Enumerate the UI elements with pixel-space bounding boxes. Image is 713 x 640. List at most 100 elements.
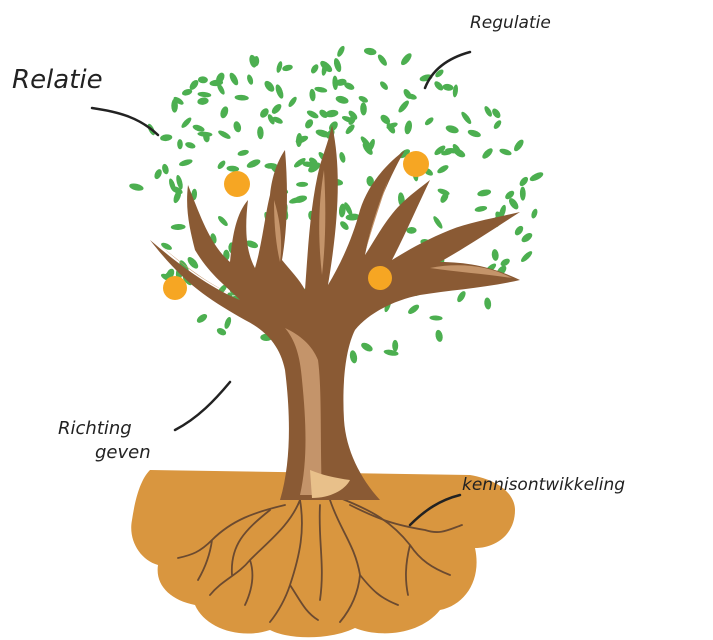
label-relatie: Relatie <box>12 65 103 95</box>
soil-mound <box>131 470 515 638</box>
leaf <box>429 315 443 321</box>
regulatie-pointer <box>423 50 472 90</box>
leaf <box>514 139 524 152</box>
roots <box>177 497 463 623</box>
leaf <box>499 148 512 156</box>
leaf <box>197 76 208 84</box>
leaf <box>320 60 333 73</box>
leaf <box>197 91 212 98</box>
leaf <box>309 88 316 102</box>
leaf <box>514 225 524 236</box>
leaf <box>380 81 388 90</box>
tree-trunk <box>150 125 520 500</box>
leaf <box>216 72 225 84</box>
leaf <box>335 95 349 104</box>
leaf <box>173 190 182 204</box>
leaf <box>362 142 373 155</box>
leaf <box>338 203 346 218</box>
leaf <box>173 96 184 105</box>
leaf <box>176 175 183 190</box>
leaf <box>237 149 249 156</box>
leaf <box>499 204 506 219</box>
richting-pointer <box>173 380 232 432</box>
leaf <box>260 108 269 118</box>
leaf <box>308 162 321 173</box>
leaf <box>189 79 199 90</box>
leaf <box>434 81 444 91</box>
leaf <box>181 117 192 128</box>
leaf <box>349 350 358 364</box>
leaf <box>197 97 209 105</box>
leaf <box>289 197 302 204</box>
leaf <box>360 102 367 116</box>
leaf <box>348 114 356 125</box>
leaf <box>461 111 472 125</box>
leaf <box>332 75 339 90</box>
leaf <box>257 126 264 140</box>
leaf <box>383 349 399 356</box>
leaf <box>129 183 144 191</box>
leaf <box>247 74 254 85</box>
leaf <box>519 176 529 187</box>
leaf <box>282 64 293 72</box>
leaf <box>519 186 526 201</box>
leaf <box>491 249 499 261</box>
leaf <box>226 165 240 172</box>
leaf <box>484 106 492 117</box>
leaf <box>445 148 460 154</box>
leaf <box>435 69 444 78</box>
leaf <box>177 139 183 150</box>
leaf <box>531 208 538 219</box>
leaf <box>179 159 193 167</box>
label-richting-line1: Richting <box>58 418 132 439</box>
leaf <box>217 83 225 95</box>
leaf <box>337 45 345 57</box>
leaf <box>366 176 374 187</box>
leaf <box>398 100 409 113</box>
leaf <box>154 169 162 180</box>
leaf <box>196 313 208 323</box>
leaf <box>399 149 410 159</box>
leaf <box>325 109 339 118</box>
leaf <box>224 316 232 329</box>
leaf <box>442 83 454 91</box>
leaf <box>404 120 412 135</box>
label-kennisontwikkeling: kennisontwikkeling <box>462 475 625 495</box>
leaf <box>229 72 239 86</box>
leaf <box>521 232 533 243</box>
leaf <box>424 117 434 126</box>
leaf <box>197 131 213 137</box>
leaf <box>437 165 449 174</box>
leaf <box>377 54 387 66</box>
fruit-2 <box>403 151 429 177</box>
leaf <box>276 61 283 73</box>
leaf <box>474 205 488 212</box>
leaf <box>482 148 493 159</box>
leaf <box>345 213 361 221</box>
leaf <box>467 129 481 138</box>
leaf <box>340 221 349 230</box>
leaf <box>401 53 412 66</box>
leaf <box>333 58 342 73</box>
leaf <box>233 121 242 133</box>
leaf <box>185 142 196 149</box>
label-richting-line2: geven <box>95 442 151 463</box>
fruits <box>163 151 429 300</box>
leaf <box>296 181 309 187</box>
leaf <box>264 162 278 169</box>
kennis-pointer <box>408 493 462 527</box>
fruit-4 <box>368 266 392 290</box>
leaf <box>319 109 328 118</box>
leaf <box>440 192 449 203</box>
leaf <box>437 188 450 196</box>
leaf <box>293 157 306 168</box>
leaf <box>295 135 309 144</box>
leaf <box>187 257 199 269</box>
leaf <box>272 116 283 124</box>
leaf <box>335 78 347 86</box>
leaf <box>162 163 169 175</box>
leaf <box>192 124 205 132</box>
leaf <box>521 251 533 263</box>
leaf <box>253 56 260 67</box>
